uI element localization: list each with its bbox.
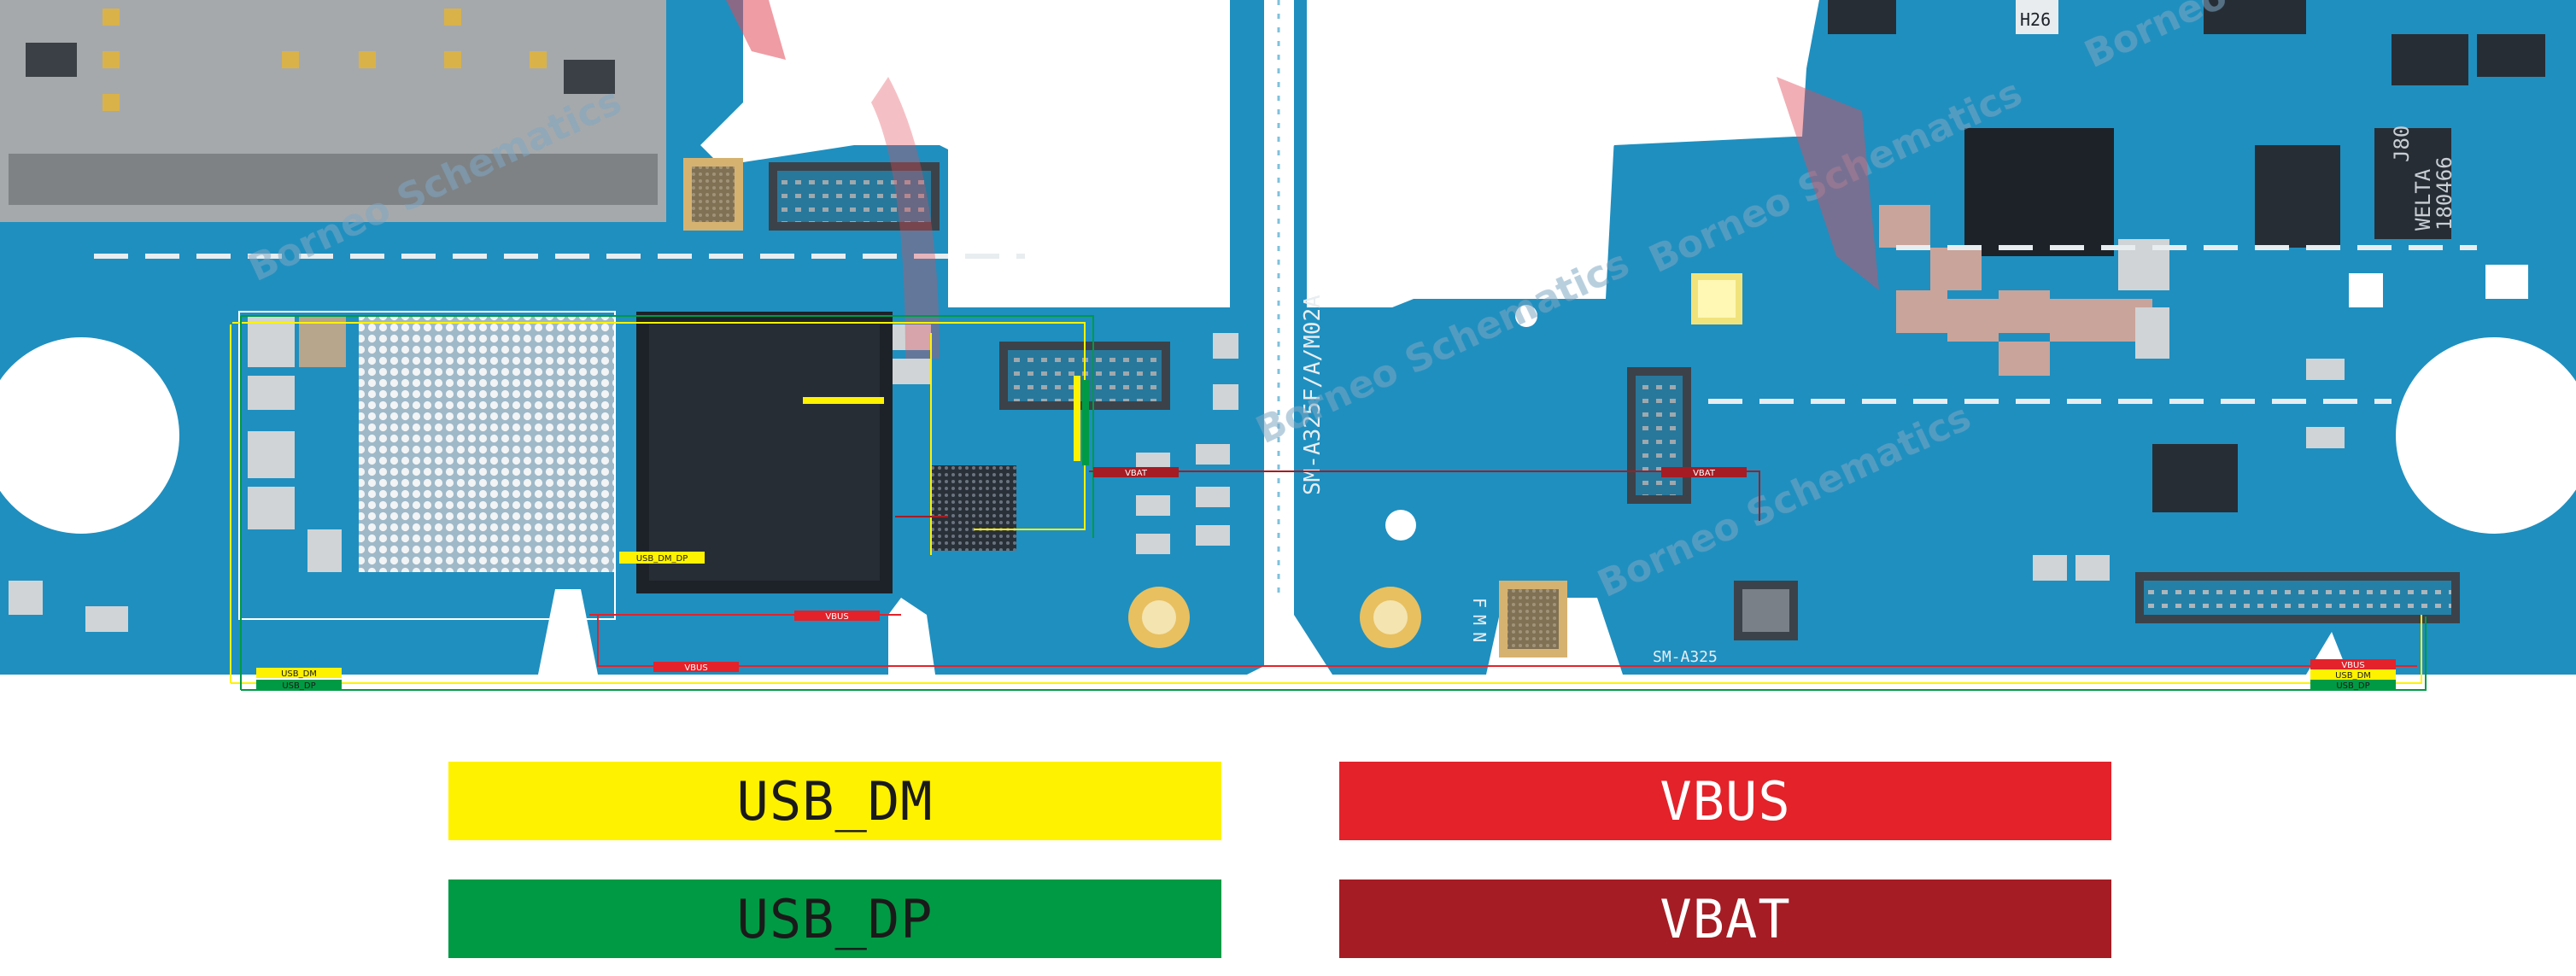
legend-vbat-label: VBAT [1660,887,1791,950]
chip-marking-h26: H26 [2020,9,2051,30]
silkscreen-model-left: SM-A325F/A/M02A [1300,295,1326,495]
legend-vbat: VBAT [1339,880,2111,958]
pcb-board-diagram: SM-A325F/A/M02A SM-A325 FMN J80 WELTA 18… [0,0,2576,691]
bga-footprint [359,316,615,572]
chip-marking-j80: J80 [2390,126,2414,162]
legend-usb-dm: USB_DM [448,762,1221,840]
legend-usb-dp: USB_DP [448,880,1221,958]
legend-usb-dm-label: USB_DM [736,769,934,833]
legend-vbus: VBUS [1339,762,2111,840]
chip-marking-number: 180466 [2433,156,2456,231]
trace-label-vbus-2: VBUS [684,663,707,673]
mount-hole-right [2396,337,2576,534]
legend-usb-dp-label: USB_DP [736,887,934,950]
watermark-red-shape-left [726,0,786,60]
watermark-red-shape-right [1777,77,1879,290]
trace-label-usb-dm-left: USB_DM [281,669,317,679]
trace-label-usb-dm-dp: USB_DM_DP [636,554,688,564]
silkscreen-fmn: FMN [1469,598,1490,649]
trace-label-usb-dp-left: USB_DP [282,681,315,691]
trace-label-usb-dp-right: USB_DP [2336,681,2369,691]
trace-label-vbus-1: VBUS [825,612,848,622]
pmic-chip [1964,128,2114,256]
charging-ic [931,465,1016,551]
trace-label-usb-dm-right: USB_DM [2335,671,2371,681]
trace-label-vbat-2: VBAT [1693,469,1716,478]
legend-vbus-label: VBUS [1660,769,1791,833]
trace-label-vbat-1: VBAT [1125,469,1148,478]
mount-hole-left [0,337,179,534]
rf-chip [2255,145,2340,248]
chip-marking-welta: WELTA [2411,168,2435,231]
trace-label-vbus-right: VBUS [2341,661,2364,670]
silkscreen-model-right: SM-A325 [1653,648,1718,666]
